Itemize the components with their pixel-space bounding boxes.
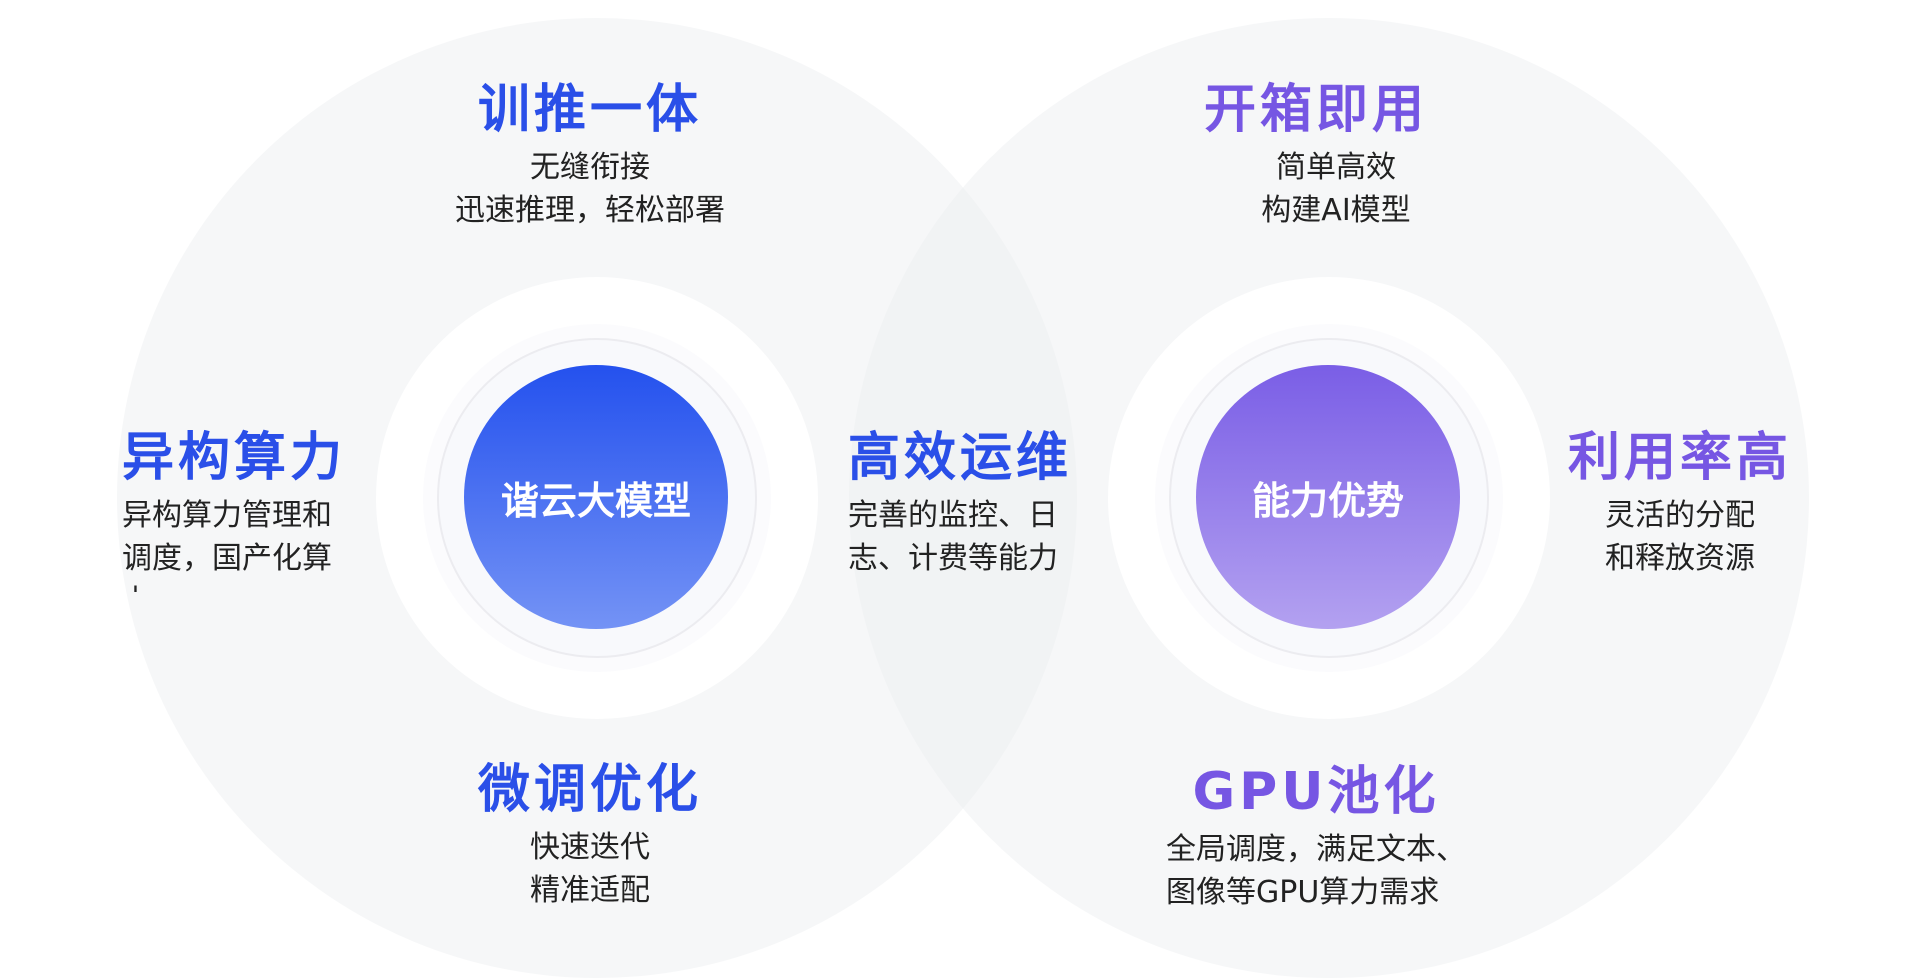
- center-node-model: 谐云大模型: [464, 365, 728, 629]
- feature-desc: 快速迭代 精准适配: [529, 830, 650, 908]
- feature-desc: 灵活的分配 和释放资源: [1604, 498, 1755, 576]
- feature-train-infer: 训推一体 无缝衔接 迅速推理，轻松部署: [455, 80, 725, 232]
- feature-desc: 异构算力管理和 调度，国产化算 力: [122, 498, 332, 592]
- center-label: 能力优势: [1251, 478, 1404, 523]
- feature-out-of-box: 开箱即用 简单高效 构建AI模型: [1204, 80, 1428, 232]
- feature-title: 训推一体: [477, 80, 702, 140]
- feature-title: 异构算力: [122, 428, 347, 488]
- feature-title: 利用率高: [1567, 428, 1793, 488]
- feature-desc: 全局调度，满足文本、 图像等GPU算力需求: [1166, 832, 1466, 910]
- feature-high-utilization: 利用率高 灵活的分配 和释放资源: [1568, 428, 1792, 580]
- center-label: 谐云大模型: [500, 478, 691, 523]
- feature-heterogeneous-compute: 异构算力 异构算力管理和 调度，国产化算 力: [122, 428, 346, 592]
- feature-desc: 简单高效 构建AI模型: [1261, 150, 1411, 228]
- feature-finetune: 微调优化 快速迭代 精准适配: [478, 760, 702, 912]
- center-node-advantage: 能力优势: [1196, 365, 1460, 629]
- feature-title: 高效运维: [847, 428, 1073, 488]
- feature-title: 微调优化: [477, 760, 703, 820]
- feature-title: 开箱即用: [1203, 80, 1429, 140]
- feature-efficient-ops: 高效运维 完善的监控、日 志、计费等能力: [848, 428, 1072, 580]
- feature-desc: 完善的监控、日 志、计费等能力: [847, 498, 1058, 576]
- feature-gpu-pooling: GPU池化 全局调度，满足文本、 图像等GPU算力需求: [1166, 762, 1466, 914]
- feature-title: GPU池化: [1192, 762, 1440, 822]
- feature-desc: 无缝衔接 迅速推理，轻松部署: [455, 150, 725, 228]
